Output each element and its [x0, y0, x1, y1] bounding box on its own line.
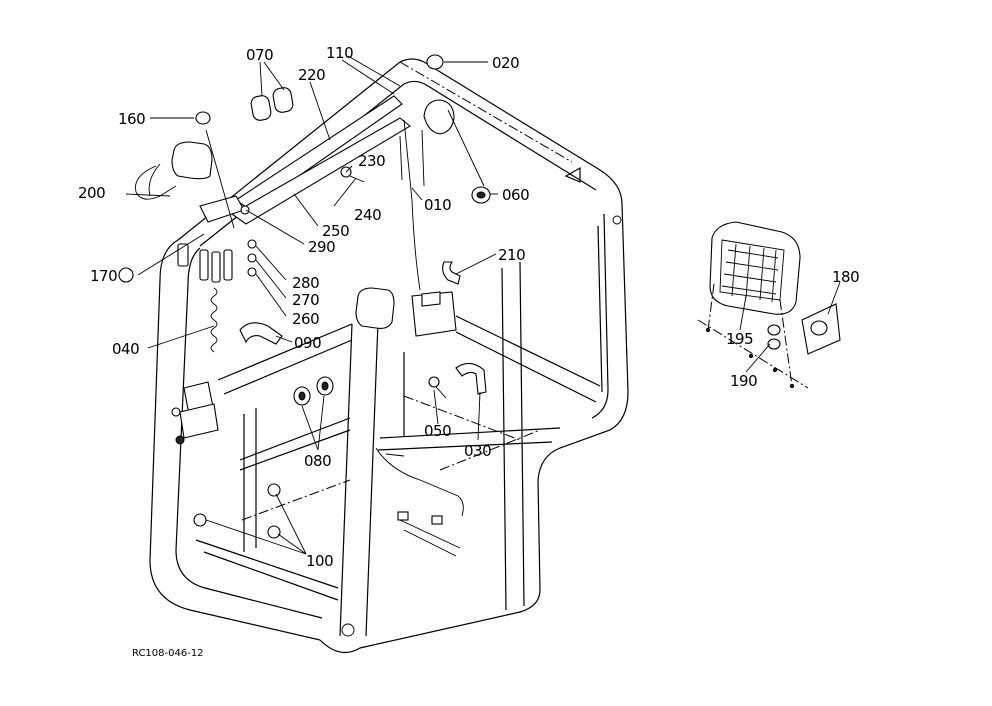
label-020: 020: [492, 54, 519, 72]
label-050: 050: [424, 422, 451, 440]
cab-frame: [149, 58, 629, 654]
drawing-code: RC108-046-12: [132, 648, 204, 659]
bolt-170: [118, 267, 134, 283]
grommet-160: [195, 111, 211, 125]
label-170: 170: [90, 267, 117, 285]
room-light-left: [171, 141, 213, 180]
grommet-020: [426, 54, 444, 70]
grip-070a: [250, 95, 272, 121]
label-210: 210: [498, 246, 525, 264]
bolt-050: [428, 376, 440, 388]
label-030: 030: [464, 442, 491, 460]
clamp-090: [239, 322, 283, 345]
floor-harness: [375, 447, 464, 517]
work-light-195: [709, 221, 801, 315]
label-040: 040: [112, 340, 139, 358]
label-160: 160: [118, 110, 145, 128]
leader-lines: [125, 55, 841, 555]
label-220: 220: [298, 66, 325, 84]
harness-040: [210, 287, 218, 353]
label-230: 230: [358, 152, 385, 170]
label-070: 070: [246, 46, 273, 64]
label-290: 290: [308, 238, 335, 256]
fuse: [177, 243, 189, 267]
plug-100c: [267, 525, 281, 539]
label-270: 270: [292, 291, 319, 309]
label-080: 080: [304, 452, 331, 470]
label-260: 260: [292, 310, 319, 328]
grip-070b: [272, 87, 294, 113]
clip-210: [442, 261, 461, 285]
switch-box: [355, 287, 395, 329]
label-200: 200: [78, 184, 105, 202]
label-190: 190: [730, 372, 757, 390]
label-010: 010: [424, 196, 451, 214]
bracket-030: [455, 362, 487, 395]
plug-100a: [267, 483, 281, 497]
grab-bar-250: [230, 117, 411, 225]
label-090: 090: [294, 334, 321, 352]
room-light-right: [423, 99, 455, 135]
washer-280: [247, 239, 257, 249]
label-180: 180: [832, 268, 859, 286]
label-060: 060: [502, 186, 529, 204]
washer-270: [247, 253, 257, 263]
label-110: 110: [326, 44, 353, 62]
label-195: 195: [726, 330, 753, 348]
label-250: 250: [322, 222, 349, 240]
part-labels: 070 110 220 160 020 230 200 010 060 240 …: [78, 44, 860, 570]
cable-010: [403, 119, 421, 291]
washer-190: [767, 324, 781, 336]
plug-100b: [193, 513, 207, 527]
label-100: 100: [306, 552, 333, 570]
nut-260: [247, 267, 257, 277]
work-light-assembly: [697, 221, 841, 389]
label-280: 280: [292, 274, 319, 292]
parts: [118, 54, 491, 557]
label-240: 240: [354, 206, 381, 224]
